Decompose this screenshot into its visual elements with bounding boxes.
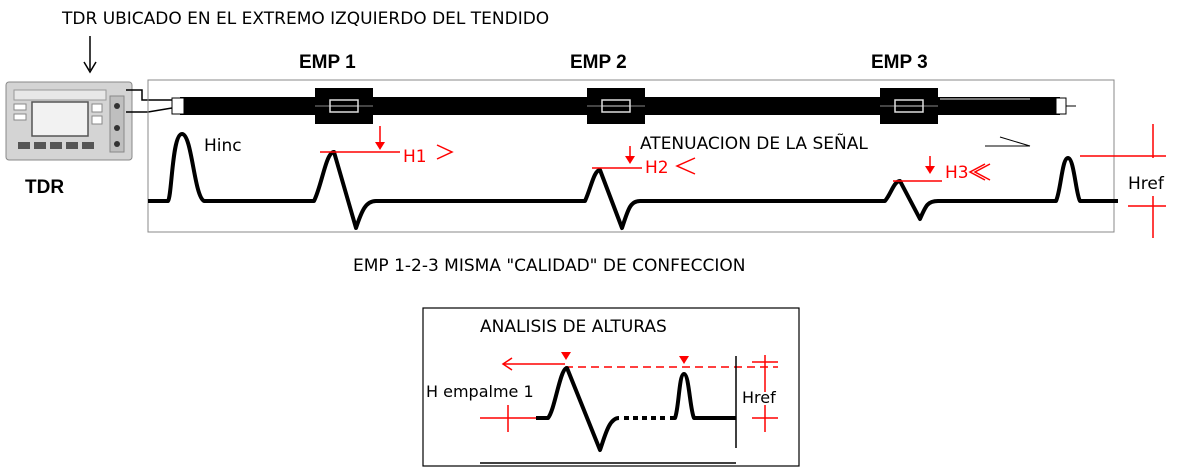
inset-splice-height-label: H empalme 1 xyxy=(426,382,534,401)
height-label-3: H3 xyxy=(945,163,969,183)
height-marker-1 xyxy=(320,126,454,160)
splice-body-3 xyxy=(880,88,938,124)
splice-body-2 xyxy=(587,88,645,124)
tdr-trace xyxy=(148,132,1118,230)
inset-peak-marker-1-icon xyxy=(561,352,571,360)
tdr-device-icon xyxy=(5,81,133,161)
inset-title: ANALISIS DE ALTURAS xyxy=(480,317,667,337)
attenuation-label: ATENUACION DE LA SEÑAL xyxy=(640,132,868,154)
reference-bracket xyxy=(1080,124,1166,238)
reference-label: Href xyxy=(1128,174,1165,194)
peak-marker-3-icon xyxy=(925,166,935,174)
inset-trace xyxy=(536,366,620,452)
down-arrow-icon xyxy=(83,36,97,74)
inset-reflection-trace xyxy=(670,372,736,420)
inset-peak-marker-2-icon xyxy=(679,356,689,364)
inset-annotations xyxy=(480,355,778,432)
splice-body-1 xyxy=(315,88,373,124)
splice-label-1: EMP 1 xyxy=(299,52,356,73)
header-caption: TDR UBICADO EN EL EXTREMO IZQUIERDO DEL … xyxy=(61,9,549,29)
height-label-1: H1 xyxy=(403,147,427,167)
quality-note: EMP 1-2-3 MISMA "CALIDAD" DE CONFECCION xyxy=(353,256,745,276)
peak-marker-1-icon xyxy=(375,142,385,150)
peak-marker-2-icon xyxy=(625,156,635,164)
connection-wires xyxy=(126,89,173,113)
attenuation-arrow-icon xyxy=(985,136,1031,147)
height-marker-3 xyxy=(893,156,991,182)
height-label-2: H2 xyxy=(645,158,669,178)
incident-label: Hinc xyxy=(204,136,242,156)
splice-label-2: EMP 2 xyxy=(570,52,627,73)
tdr-label: TDR xyxy=(25,177,64,198)
inset-reference-label: Href xyxy=(742,388,776,407)
inset-frame xyxy=(422,307,800,467)
splice-label-3: EMP 3 xyxy=(871,52,928,73)
